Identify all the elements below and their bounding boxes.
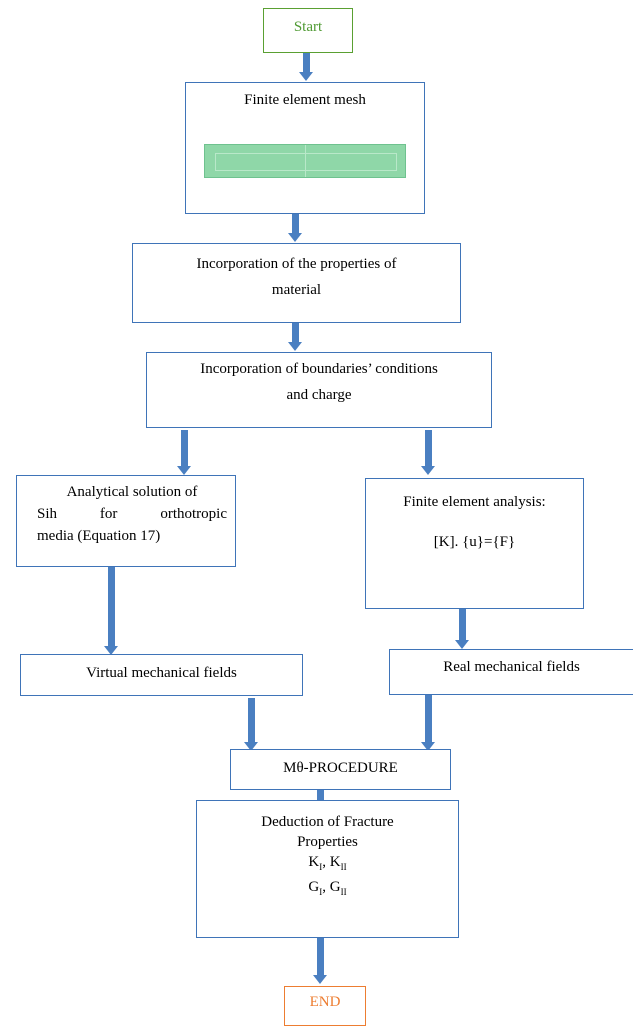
arrow-mesh-to-properties: [288, 214, 302, 242]
deduction-line2: Properties: [297, 834, 358, 850]
arrow-deduction-to-end: [313, 938, 327, 984]
deduction-line1: Deduction of Fracture: [261, 814, 394, 830]
procedure-node: Mθ-PROCEDURE: [230, 749, 451, 790]
mesh-center-line: [305, 145, 306, 177]
virtual-node: Virtual mechanical fields: [20, 654, 303, 696]
arrow-fea-to-real: [455, 609, 469, 649]
analytical-node: Analytical solution of Sih for orthotrop…: [16, 475, 236, 567]
analytical-line1: Analytical solution of: [66, 484, 198, 500]
arrow-analytical-to-virtual: [104, 567, 118, 655]
deduction-g-values: GI, GII: [308, 879, 347, 897]
real-node: Real mechanical fields: [389, 649, 633, 695]
boundaries-line2: and charge: [286, 387, 352, 403]
g2-symbol: G: [329, 879, 341, 895]
virtual-label: Virtual mechanical fields: [86, 665, 237, 681]
k1-subscript: I: [319, 862, 323, 872]
g2-subscript: II: [340, 887, 347, 897]
arrow-boundaries-to-analytical: [177, 430, 191, 475]
start-label: Start: [293, 19, 323, 35]
mesh-inner-outline: [215, 153, 397, 171]
properties-line1: Incorporation of the properties of: [196, 256, 397, 272]
real-label: Real mechanical fields: [443, 659, 580, 675]
deduction-node: Deduction of Fracture Properties KI, KII…: [196, 800, 459, 938]
analytical-line3: media (Equation 17): [37, 528, 161, 544]
start-node: Start: [263, 8, 353, 53]
mesh-node: Finite element mesh: [185, 82, 425, 214]
properties-node: Incorporation of the properties of mater…: [132, 243, 461, 323]
procedure-label: Mθ-PROCEDURE: [283, 760, 398, 776]
arrow-real-to-procedure: [421, 695, 435, 751]
boundaries-line1: Incorporation of boundaries’ conditions: [200, 361, 438, 377]
arrow-virtual-to-procedure: [244, 698, 258, 751]
k2-symbol: K: [329, 854, 341, 870]
fea-equation: [K]. {u}={F}: [433, 534, 516, 550]
deduction-k-values: KI, KII: [308, 854, 347, 872]
fea-node: Finite element analysis: [K]. {u}={F}: [365, 478, 584, 609]
arrow-boundaries-to-fea: [421, 430, 435, 475]
g1-symbol: G: [308, 879, 320, 895]
fea-title: Finite element analysis:: [403, 494, 546, 510]
boundaries-node: Incorporation of boundaries’ conditions …: [146, 352, 492, 428]
arrow-start-to-mesh: [299, 53, 313, 81]
properties-line2: material: [271, 282, 322, 298]
mesh-title: Finite element mesh: [244, 92, 366, 108]
k2-subscript: II: [340, 862, 347, 872]
analytical-line2: Sih for orthotropic: [37, 506, 227, 522]
end-node: END: [284, 986, 366, 1026]
end-label: END: [309, 994, 341, 1010]
k1-symbol: K: [308, 854, 320, 870]
arrow-properties-to-boundaries: [288, 323, 302, 351]
g1-subscript: I: [319, 887, 323, 897]
mesh-image: [204, 144, 406, 178]
